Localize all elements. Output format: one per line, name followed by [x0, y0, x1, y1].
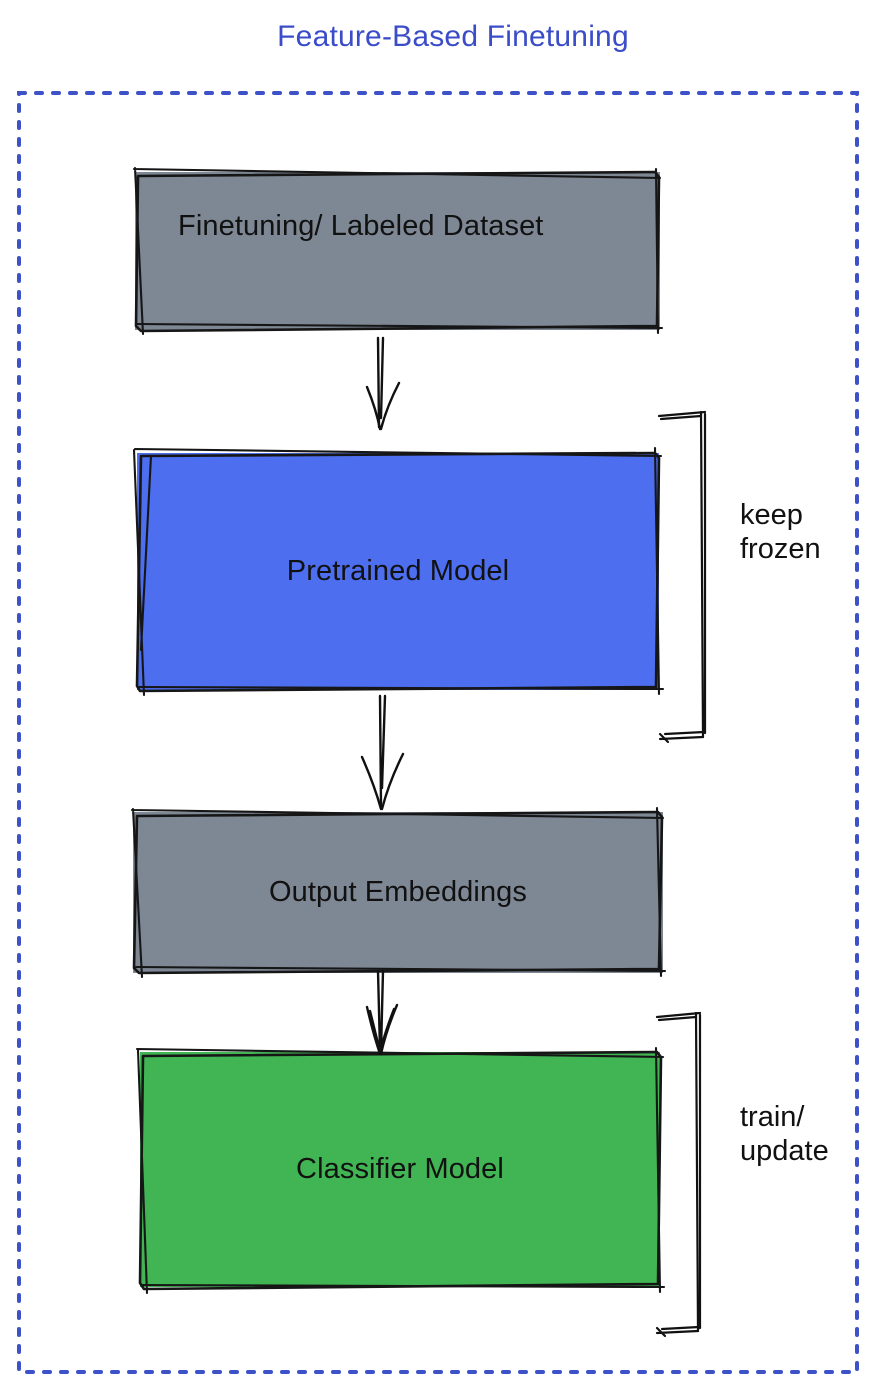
node-finetuning-dataset: Finetuning/ Labeled Dataset [135, 172, 660, 330]
node-classifier-model: Classifier Model [140, 1052, 660, 1287]
diagram-title: Feature-Based Finetuning [277, 20, 629, 53]
node-pretrained-model-label: Pretrained Model [286, 555, 510, 587]
node-output-embeddings: Output Embeddings [133, 812, 663, 973]
annotation-train-update: train/ update [740, 1101, 829, 1167]
node-pretrained-model: Pretrained Model [137, 453, 659, 690]
arrow-pretrained-to-embeddings [360, 694, 405, 811]
bracket-keep-frozen [657, 410, 707, 744]
node-finetuning-dataset-label: Finetuning/ Labeled Dataset [178, 210, 544, 242]
node-classifier-model-label: Classifier Model [296, 1153, 504, 1185]
node-output-embeddings-label: Output Embeddings [268, 876, 528, 908]
arrow-embeddings-to-classifier [365, 969, 399, 1056]
annotation-keep-frozen: keep frozen [740, 499, 821, 565]
arrow-dataset-to-pretrained [365, 336, 401, 431]
bracket-train-update [655, 1011, 702, 1338]
